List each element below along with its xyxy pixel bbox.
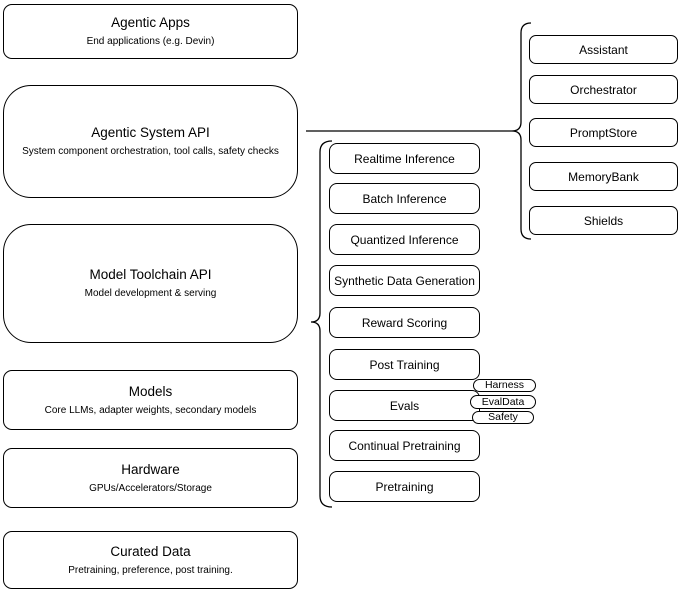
component-shields: Shields [529,206,678,235]
component-label: MemoryBank [568,169,639,184]
box-models: Models Core LLMs, adapter weights, secon… [3,370,298,430]
component-assistant: Assistant [529,35,678,64]
box-title: Models [128,383,173,399]
toolchain-item-realtime-inference: Realtime Inference [329,143,480,174]
box-agentic-system-api: Agentic System API System component orch… [3,85,298,198]
box-hardware: Hardware GPUs/Accelerators/Storage [3,448,298,508]
toolchain-item-label: Realtime Inference [354,151,455,166]
toolchain-item-quantized-inference: Quantized Inference [329,224,480,255]
evals-tag-harness: Harness [473,379,536,392]
component-label: PromptStore [569,125,638,140]
toolchain-item-label: Pretraining [375,479,434,494]
toolchain-item-synthetic-data-generation: Synthetic Data Generation [329,265,480,296]
evals-tag-evaldata: EvalData [470,395,536,409]
component-memorybank: MemoryBank [529,162,678,191]
toolchain-item-label: Batch Inference [362,191,447,206]
box-curated-data: Curated Data Pretraining, preference, po… [3,531,298,589]
component-label: Shields [583,213,624,228]
toolchain-item-reward-scoring: Reward Scoring [329,307,480,338]
component-label: Orchestrator [570,82,637,97]
component-label: Assistant [579,42,628,57]
box-title: Model Toolchain API [89,267,212,282]
toolchain-item-batch-inference: Batch Inference [329,183,480,214]
toolchain-item-evals: Evals [329,390,480,421]
box-title: Curated Data [110,543,191,559]
tag-label: Safety [488,411,518,423]
tag-label: Harness [484,379,525,391]
evals-tag-safety: Safety [472,411,534,424]
box-subtitle: End applications (e.g. Devin) [86,36,215,47]
toolchain-item-label: Quantized Inference [350,232,459,247]
box-model-toolchain-api: Model Toolchain API Model development & … [3,224,298,343]
toolchain-item-pretraining: Pretraining [329,471,480,502]
toolchain-item-label: Evals [389,398,420,413]
component-promptstore: PromptStore [529,118,678,147]
toolchain-item-label: Continual Pretraining [348,438,461,453]
box-subtitle: System component orchestration, tool cal… [22,146,279,157]
box-subtitle: Pretraining, preference, post training. [68,564,233,576]
component-orchestrator: Orchestrator [529,75,678,104]
box-subtitle: Core LLMs, adapter weights, secondary mo… [44,404,257,416]
toolchain-item-label: Reward Scoring [361,315,448,330]
toolchain-item-continual-pretraining: Continual Pretraining [329,430,480,461]
box-title: Agentic Apps [111,15,190,30]
toolchain-item-post-training: Post Training [329,349,480,380]
box-title: Agentic System API [91,125,210,140]
toolchain-item-label: Post Training [369,357,440,372]
toolchain-item-label: Synthetic Data Generation [334,273,475,288]
box-subtitle: Model development & serving [84,288,217,299]
box-subtitle: GPUs/Accelerators/Storage [89,482,212,494]
box-agentic-apps: Agentic Apps End applications (e.g. Devi… [3,4,298,59]
system-components-brace [511,22,532,240]
box-title: Hardware [121,461,180,477]
toolchain-brace [310,140,333,508]
tag-label: EvalData [481,395,525,408]
